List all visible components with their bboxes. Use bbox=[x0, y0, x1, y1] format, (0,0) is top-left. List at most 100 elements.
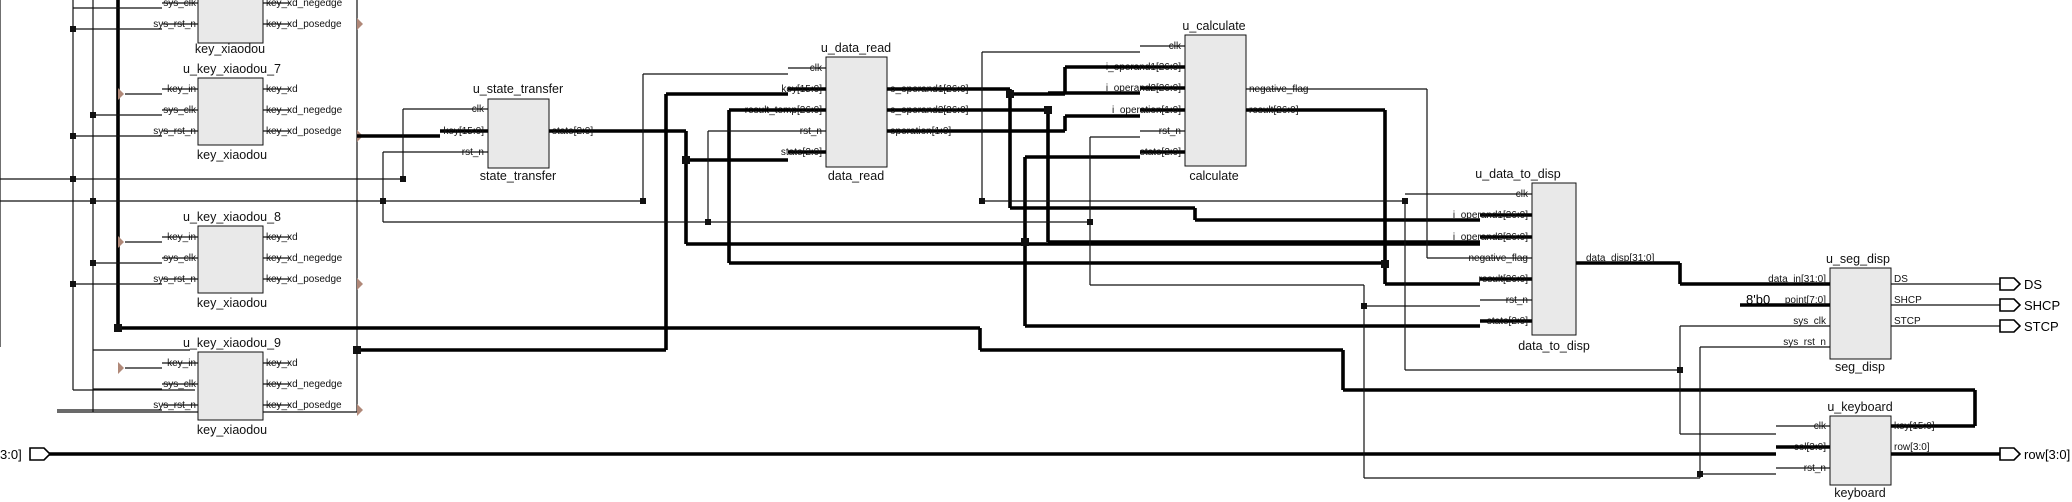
dd-pin-rst-n: rst_n bbox=[1506, 295, 1528, 306]
sd-instance-name: u_seg_disp bbox=[1826, 252, 1890, 266]
sd-pin-shcp: SHCP bbox=[1894, 295, 1922, 306]
dr-pin-o-operand2: o_operand2[26:0] bbox=[890, 105, 969, 116]
kx8-pin-sys-rst-n: sys_rst_n bbox=[153, 274, 196, 285]
port-row[interactable]: row[3:0] bbox=[1999, 447, 2070, 462]
calc-body[interactable] bbox=[1184, 34, 1247, 167]
calc-pin-clk: clk bbox=[1169, 41, 1182, 52]
dr-type: data_read bbox=[828, 169, 884, 183]
kb-pin-row: row[3:0] bbox=[1894, 442, 1930, 453]
dr-pin-rst-n: rst_n bbox=[800, 126, 822, 137]
dd-body[interactable] bbox=[1531, 182, 1577, 336]
dd-pin-state: state[2:0] bbox=[1487, 316, 1528, 327]
kx8-pin-key-xd-negedge: key_xd_negedge bbox=[266, 253, 343, 264]
dr-pin-key: key[15:0] bbox=[781, 84, 822, 95]
sd-body[interactable] bbox=[1829, 267, 1892, 360]
dd-pin-clk: clk bbox=[1516, 189, 1529, 200]
port-col-label: 3:0] bbox=[0, 447, 22, 462]
kx7-instance-name: u_key_xiaodou_7 bbox=[183, 62, 281, 76]
port-stcp[interactable]: STCP bbox=[1999, 319, 2059, 334]
kx8-type: key_xiaodou bbox=[197, 296, 267, 310]
kx7-key-in-marker bbox=[118, 88, 124, 100]
kx8-key-in-marker bbox=[118, 236, 124, 248]
module-state-transfer[interactable]: u_state_transfer state_transfer clk key[… bbox=[440, 82, 620, 183]
kx9-pin-sys-clk: sys_clk bbox=[163, 379, 197, 390]
kb-type: keyboard bbox=[1834, 486, 1885, 500]
dr-instance-name: u_data_read bbox=[821, 41, 891, 55]
kx9-type: key_xiaodou bbox=[197, 423, 267, 437]
module-key-xiaodou-9[interactable]: u_key_xiaodou_9 key_xiaodou key_in sys_c… bbox=[57, 336, 363, 437]
kx7-pin-sys-clk: sys_clk bbox=[163, 105, 197, 116]
kx9-body[interactable] bbox=[197, 351, 264, 421]
module-key-xiaodou-8[interactable]: u_key_xiaodou_8 key_xiaodou key_in sys_c… bbox=[73, 210, 363, 310]
st-instance-name: u_state_transfer bbox=[473, 82, 563, 96]
st-pin-clk: clk bbox=[472, 104, 485, 115]
module-calculate[interactable]: u_calculate calculate clk i_operand1[26:… bbox=[1106, 19, 1427, 183]
kx8-body[interactable] bbox=[197, 225, 264, 294]
kx9-pin-key-xd: key_xd bbox=[266, 358, 298, 369]
dr-body[interactable] bbox=[825, 56, 888, 168]
module-seg-disp[interactable]: u_seg_disp seg_disp data_in[31:0] point[… bbox=[1746, 252, 2000, 374]
kb-pin-clk: clk bbox=[1814, 421, 1827, 432]
kx8-pin-key-xd: key_xd bbox=[266, 232, 298, 243]
port-stcp-label: STCP bbox=[2024, 319, 2059, 334]
kx8-pin-key-in: key_in bbox=[167, 232, 196, 243]
pin-key-xd-posedge: key_xd_posedge bbox=[266, 19, 342, 30]
dd-type: data_to_disp bbox=[1518, 339, 1590, 353]
kx7-body[interactable] bbox=[197, 77, 264, 146]
kx7-pin-key-xd-negedge: key_xd_negedge bbox=[266, 105, 343, 116]
port-col[interactable]: 3:0] bbox=[0, 447, 52, 462]
sd-pin-sys-clk: sys_clk bbox=[1793, 316, 1827, 327]
kb-pin-col: col[3:0] bbox=[1794, 442, 1826, 453]
dd-pin-negative-flag: negative_flag bbox=[1469, 253, 1529, 264]
sd-pin-point: point[7:0] bbox=[1785, 295, 1826, 306]
io-ports: DS SHCP STCP row[3:0] 3:0] bbox=[0, 277, 2070, 462]
module-key-xiaodou-7[interactable]: u_key_xiaodou_7 key_xiaodou key_in sys_c… bbox=[73, 62, 363, 162]
dd-pin-data-disp: data_disp[31:0] bbox=[1586, 253, 1655, 264]
port-row-label: row[3:0] bbox=[2024, 447, 2070, 462]
calc-instance-name: u_calculate bbox=[1182, 19, 1245, 33]
kb-body[interactable] bbox=[1829, 415, 1892, 486]
nets bbox=[48, 51, 1977, 479]
kx7-pin-key-xd-posedge: key_xd_posedge bbox=[266, 126, 342, 137]
calc-pin-rst-n: rst_n bbox=[1159, 126, 1181, 137]
module-data-to-disp[interactable]: u_data_to_disp data_to_disp clk i_operan… bbox=[1453, 167, 1680, 353]
unconnected-output-marker bbox=[357, 18, 363, 30]
kx-top-body[interactable] bbox=[197, 0, 264, 44]
sd-type: seg_disp bbox=[1835, 360, 1885, 374]
dd-pin-result: result[26:0] bbox=[1479, 274, 1529, 285]
calc-type: calculate bbox=[1189, 169, 1238, 183]
pin-sys-clk: sys_clk bbox=[163, 0, 197, 9]
module-key-xiaodou-top[interactable]: key_xiaodou sys_clk sys_rst_n key_xd_neg… bbox=[73, 0, 363, 56]
port-ds-label: DS bbox=[2024, 277, 2042, 292]
dd-instance-name: u_data_to_disp bbox=[1475, 167, 1561, 181]
st-type: state_transfer bbox=[480, 169, 556, 183]
kx9-pin-key-xd-negedge: key_xd_negedge bbox=[266, 379, 343, 390]
kb-instance-name: u_keyboard bbox=[1827, 400, 1892, 414]
kx8-instance-name: u_key_xiaodou_8 bbox=[183, 210, 281, 224]
dr-pin-o-operand1: o_operand1[26:0] bbox=[890, 84, 969, 95]
module-keyboard[interactable]: u_keyboard keyboard clk col[3:0] rst_n k… bbox=[1776, 400, 2000, 500]
kb-pin-rst-n: rst_n bbox=[1804, 463, 1826, 474]
kx9-pin-key-in: key_in bbox=[167, 358, 196, 369]
port-shcp-label: SHCP bbox=[2024, 298, 2060, 313]
dd-pin-i-operand2: i_operand2[26:0] bbox=[1453, 232, 1528, 243]
calc-pin-negative-flag: negative_flag bbox=[1249, 84, 1309, 95]
kx7-pin-key-in: key_in bbox=[167, 84, 196, 95]
st-pin-key: key[15:0] bbox=[443, 126, 484, 137]
port-ds[interactable]: DS bbox=[1999, 277, 2042, 292]
calc-pin-i-operand2: i_operand2[26:0] bbox=[1106, 83, 1181, 94]
kx9-posedge-marker bbox=[357, 404, 363, 416]
st-pin-rst-n: rst_n bbox=[462, 147, 484, 158]
st-body[interactable] bbox=[487, 98, 550, 169]
sd-pin-ds: DS bbox=[1894, 274, 1908, 285]
dd-pin-i-operand1: i_operand1[26:0] bbox=[1453, 210, 1528, 221]
st-pin-state: state[2:0] bbox=[552, 126, 593, 137]
port-shcp[interactable]: SHCP bbox=[1999, 298, 2060, 313]
kx7-pin-sys-rst-n: sys_rst_n bbox=[153, 126, 196, 137]
calc-pin-result: result[26:0] bbox=[1249, 105, 1299, 116]
kx8-posedge-marker bbox=[357, 278, 363, 290]
kx9-instance-name: u_key_xiaodou_9 bbox=[183, 336, 281, 350]
kx7-type: key_xiaodou bbox=[197, 148, 267, 162]
module-data-read[interactable]: u_data_read data_read clk key[15:0] resu… bbox=[745, 41, 1010, 183]
